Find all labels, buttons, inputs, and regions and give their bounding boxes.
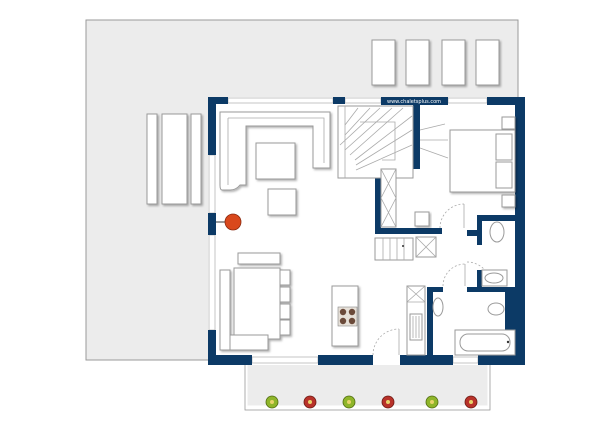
sofa xyxy=(219,111,331,191)
watermark: www.chaletsplus.com xyxy=(387,99,441,105)
bed xyxy=(449,116,516,208)
balcony-plants xyxy=(265,395,478,409)
nightstand-small xyxy=(414,211,430,227)
storage-closet xyxy=(380,168,437,258)
coffee-table xyxy=(255,142,296,180)
sun-loungers-left xyxy=(146,113,202,205)
balcony xyxy=(242,357,493,411)
cooktop xyxy=(337,306,358,327)
dining-set xyxy=(219,252,291,351)
sun-loungers-top xyxy=(371,39,500,86)
bathroom-fixtures xyxy=(432,221,516,356)
wardrobe-lines xyxy=(419,123,449,159)
staircase xyxy=(337,105,414,261)
kitchen-counter xyxy=(406,285,426,356)
side-table xyxy=(267,188,297,216)
walls xyxy=(208,97,525,365)
floor-lamp xyxy=(216,213,242,231)
